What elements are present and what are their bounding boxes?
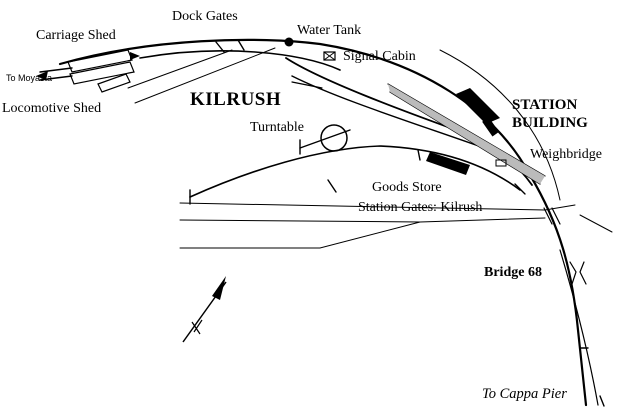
road-edge-right — [579, 214, 613, 233]
label-station-building: STATION BUILDING — [512, 96, 588, 132]
road-edge-diag — [179, 221, 421, 249]
label-locomotive-shed: Locomotive Shed — [2, 101, 102, 116]
main-line — [58, 38, 588, 407]
road-edge-bottom — [179, 217, 546, 223]
label-station-building-line2: BUILDING — [512, 115, 588, 131]
cappa-rail-2 — [559, 249, 599, 406]
crossing-tick-2 — [551, 207, 561, 225]
inner-road — [291, 75, 491, 151]
crossing-tick-1 — [543, 207, 553, 225]
bridge-mark-2 — [579, 261, 587, 285]
label-station-gates: Station Gates: Kilrush — [358, 200, 483, 215]
label-bridge-68: Bridge 68 — [484, 265, 542, 280]
label-signal-cabin: Signal Cabin — [343, 49, 416, 64]
bridge-mark-1 — [569, 261, 577, 285]
loop-line — [139, 50, 341, 71]
weighbridge-box — [495, 159, 507, 167]
stop-1 — [215, 41, 225, 53]
label-turntable: Turntable — [250, 120, 304, 135]
line-arrow-east — [130, 52, 140, 60]
boundary-arc — [439, 49, 561, 201]
turntable-road — [299, 129, 351, 149]
label-to-moyasta: To Moyasta — [6, 73, 53, 83]
goods-store — [426, 152, 470, 175]
stop-5 — [327, 179, 337, 193]
left-spur — [291, 81, 323, 89]
label-station-building-line1: STATION — [512, 97, 578, 113]
carriage-shed-2 — [69, 61, 135, 85]
label-dock-gates: Dock Gates — [172, 9, 238, 24]
label-to-cappa-pier: To Cappa Pier — [482, 386, 567, 402]
boundary-dock — [127, 49, 233, 89]
turntable-circle — [320, 124, 348, 152]
stop-8 — [599, 395, 605, 407]
station-building-2 — [482, 117, 500, 137]
label-kilrush: KILRUSH — [190, 89, 282, 110]
stop-6 — [514, 183, 526, 195]
stop-2 — [237, 39, 245, 51]
platform-hatch — [388, 84, 545, 184]
label-water-tank: Water Tank — [297, 23, 362, 38]
boundary-dock-2 — [134, 47, 276, 104]
water-tank-icon — [284, 37, 294, 47]
label-goods-store: Goods Store — [372, 180, 442, 195]
label-carriage-shed: Carriage Shed — [36, 28, 116, 43]
goods-siding — [189, 145, 521, 198]
west-track-1 — [39, 67, 73, 73]
signal-cabin-icon — [323, 51, 336, 61]
stop-9 — [417, 149, 421, 161]
north-arrow-icon — [182, 276, 227, 343]
locomotive-shed — [97, 73, 131, 93]
line-arrow-west — [36, 71, 48, 80]
station-building — [456, 88, 500, 124]
label-weighbridge: Weighbridge — [530, 147, 602, 162]
